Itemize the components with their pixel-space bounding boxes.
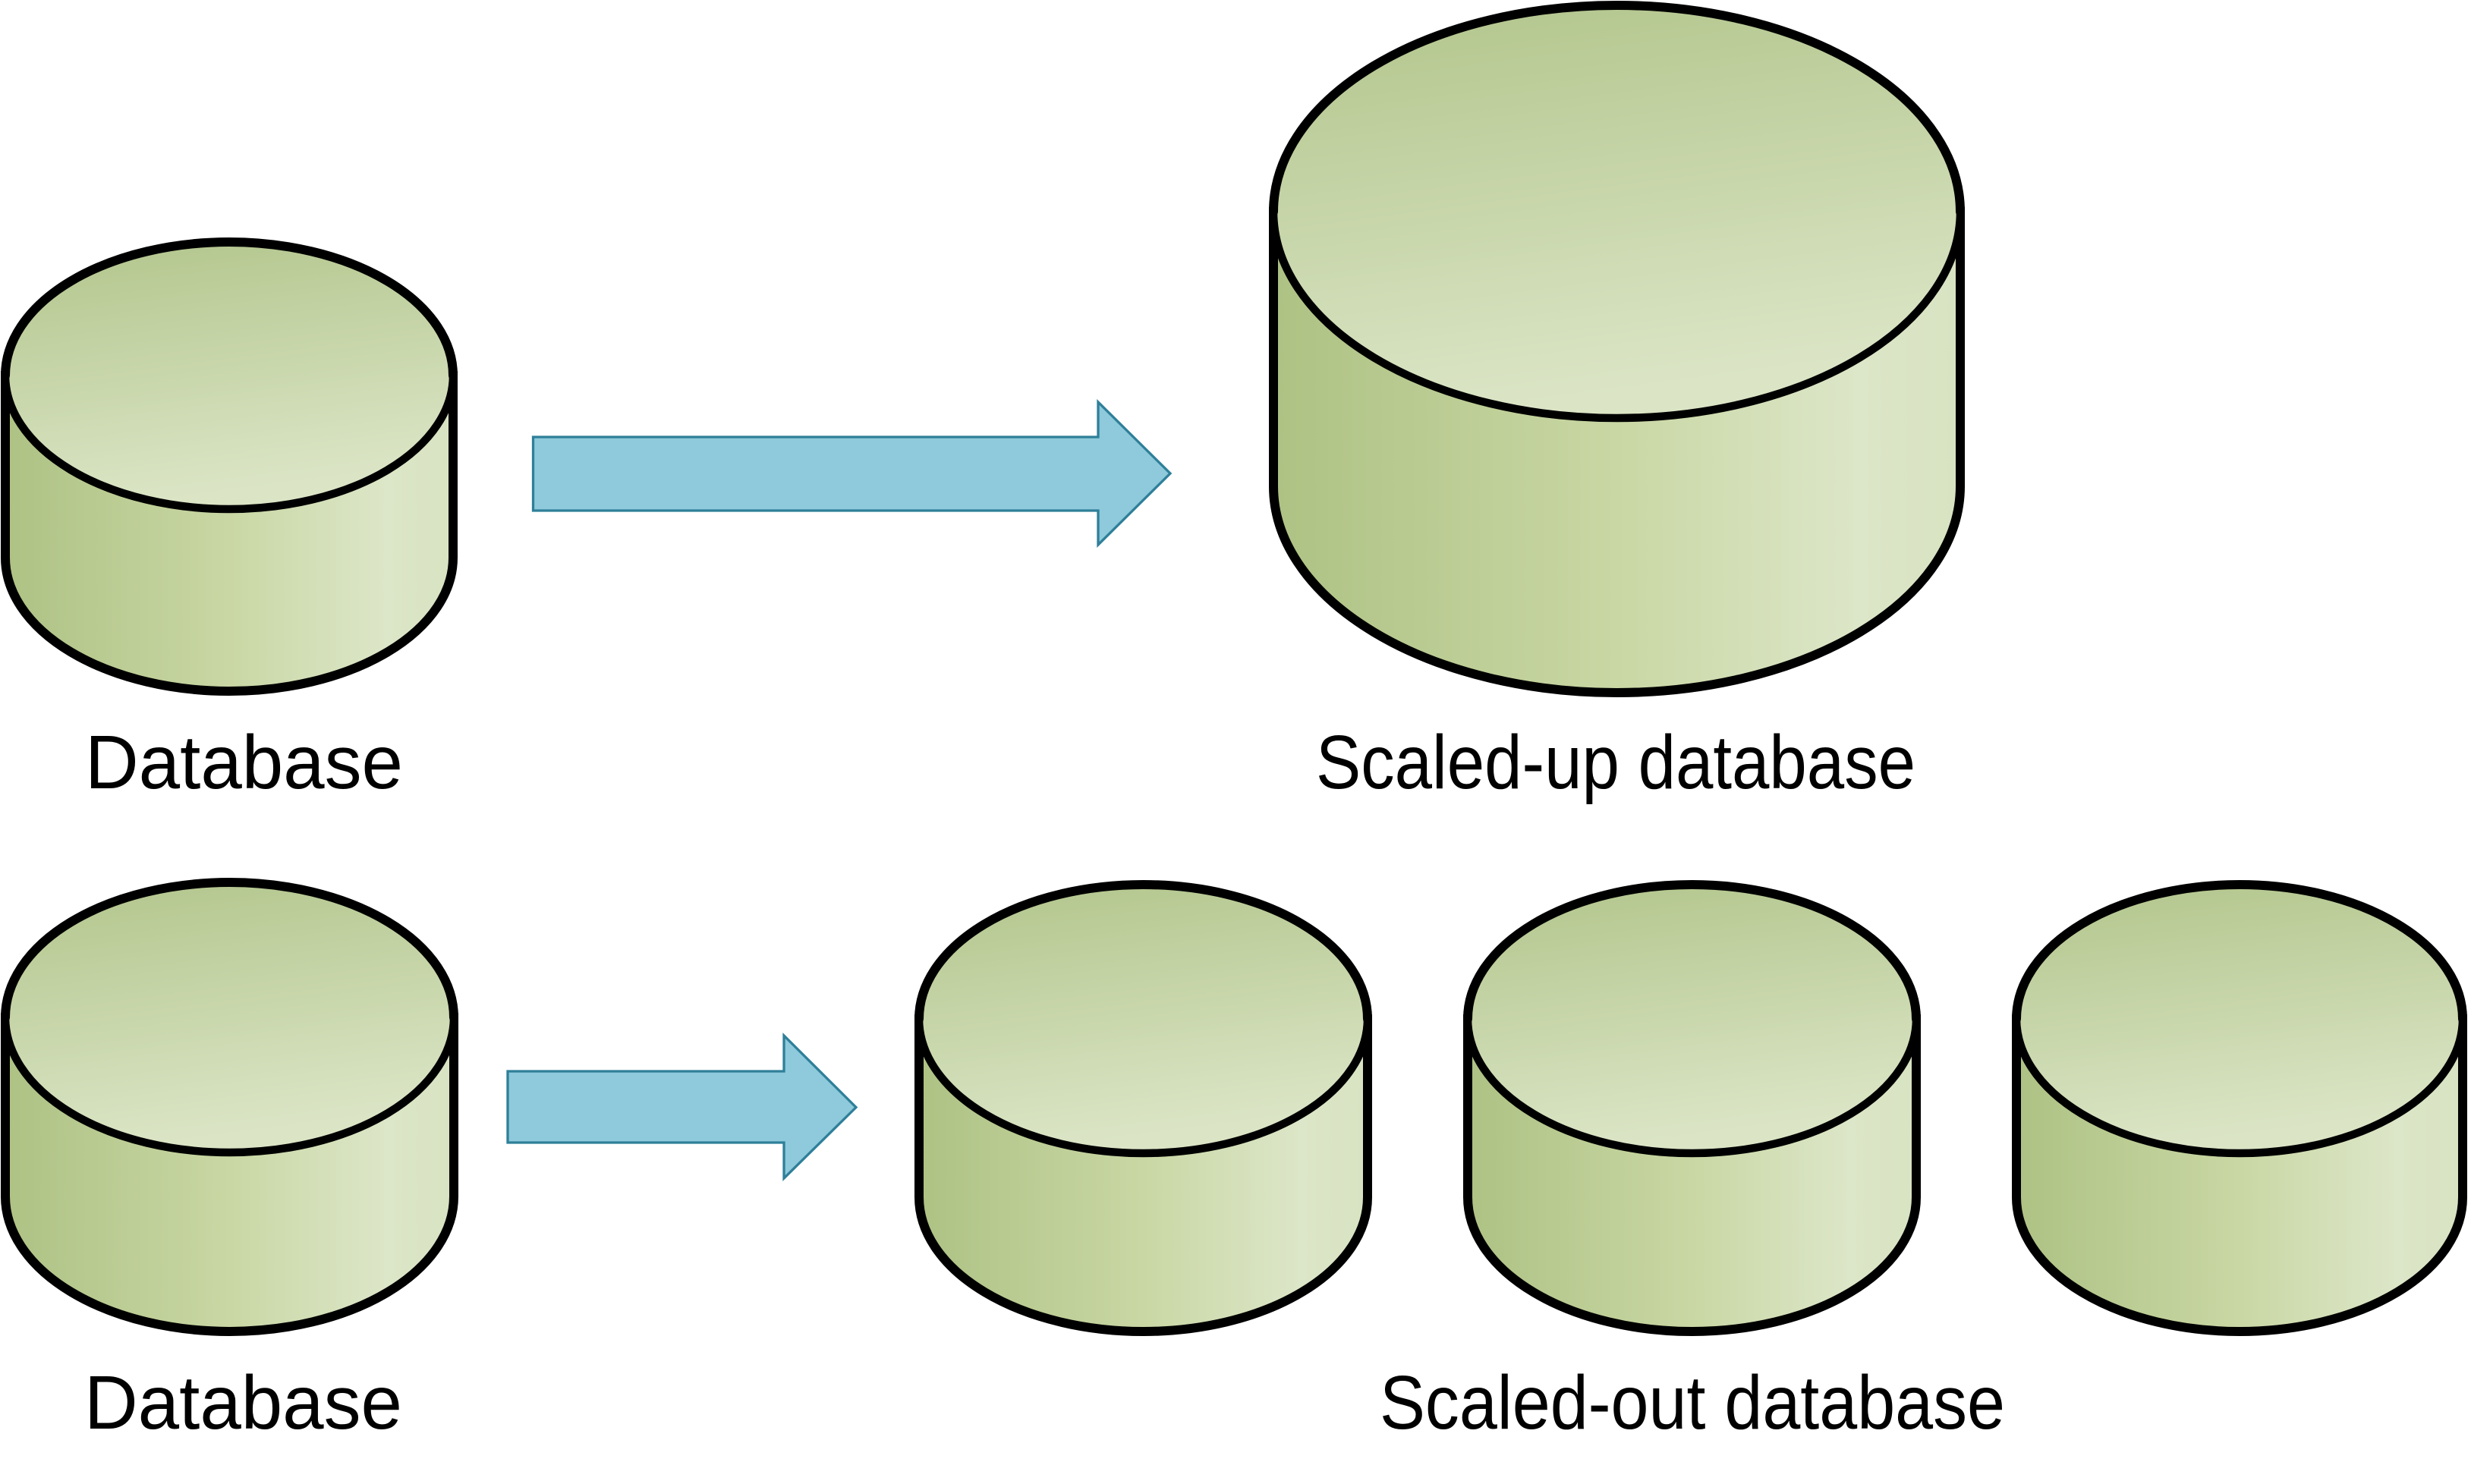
svg-text:Database: Database	[85, 720, 403, 805]
svg-text:Database: Database	[84, 1360, 402, 1445]
svg-text:Scaled-up database: Scaled-up database	[1316, 720, 1915, 805]
svg-text:Scaled-out database: Scaled-out database	[1380, 1360, 2005, 1445]
